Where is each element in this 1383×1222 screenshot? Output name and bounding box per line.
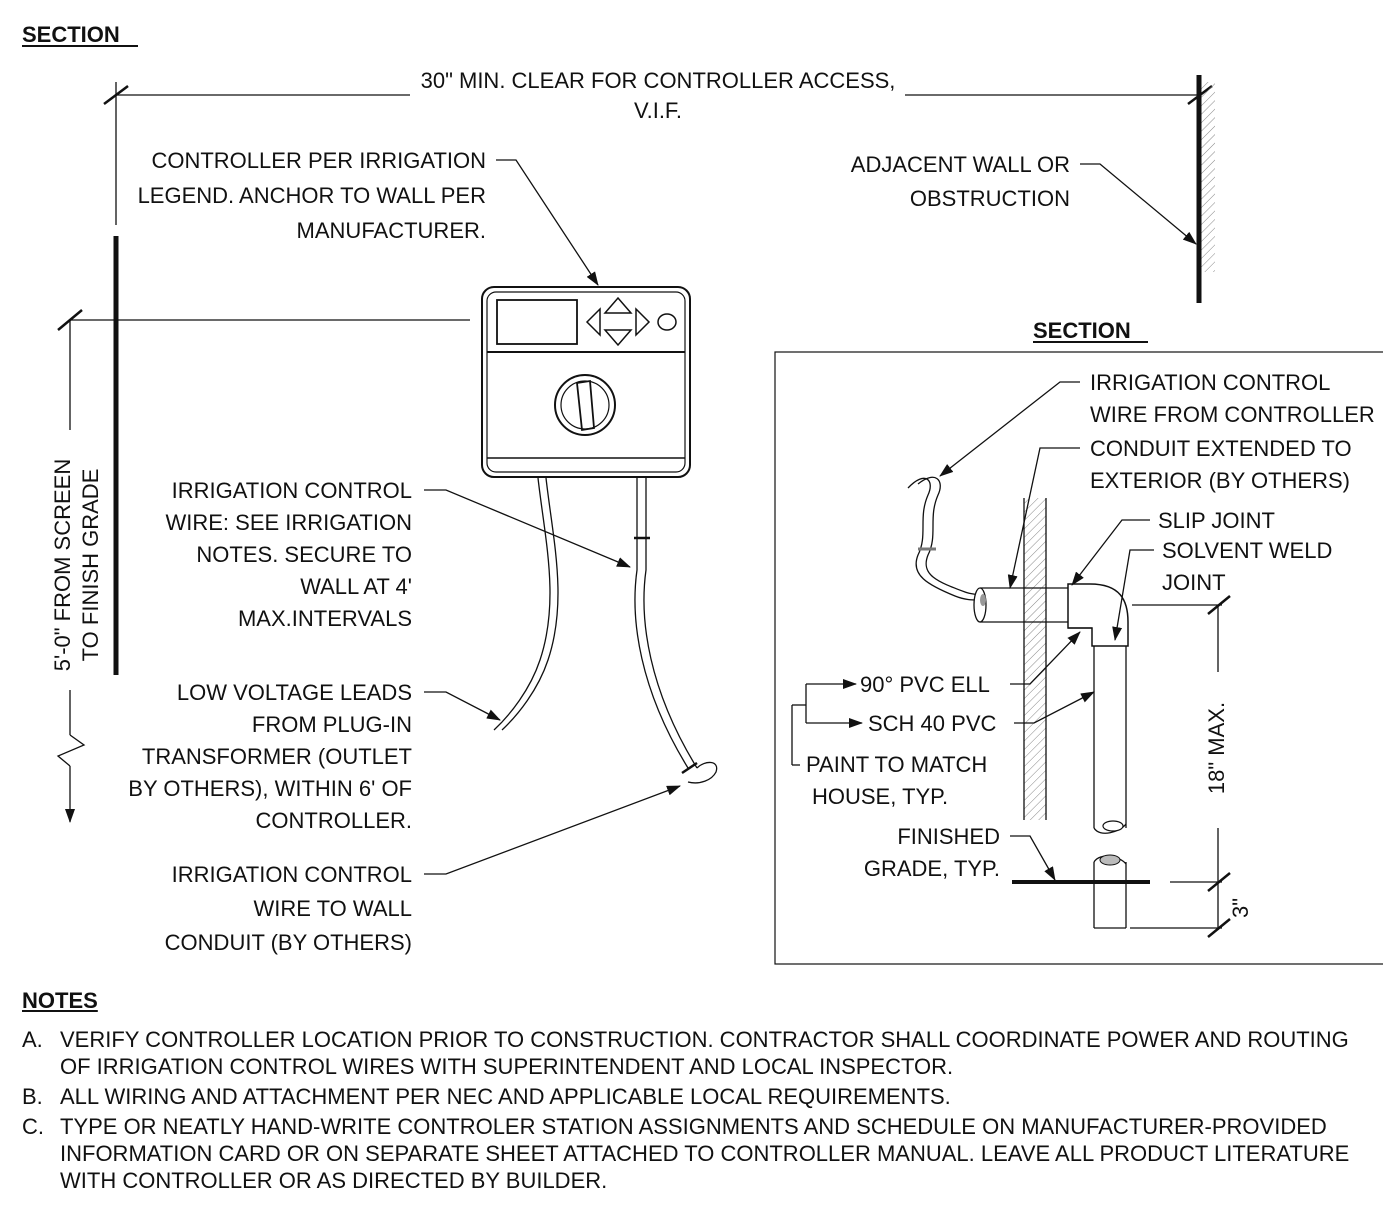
- dim-18-max: 18" MAX.: [1204, 702, 1229, 794]
- label-control-wire-3: NOTES. SECURE TO: [196, 542, 412, 567]
- label-wire-conduit-2: WIRE TO WALL: [253, 896, 412, 921]
- label-grade-1: FINISHED: [897, 824, 1000, 849]
- note-c: C. TYPE OR NEATLY HAND-WRITE CONTROLER S…: [22, 1113, 1372, 1194]
- note-text: ALL WIRING AND ATTACHMENT PER NEC AND AP…: [60, 1084, 951, 1109]
- label-control-wire-2: WIRE: SEE IRRIGATION: [165, 510, 412, 535]
- adjacent-wall-hatch: [1201, 82, 1215, 272]
- dim-height-line2: TO FINISH GRADE: [78, 469, 103, 662]
- label-r-control-wire-2: WIRE FROM CONTROLLER: [1090, 402, 1375, 427]
- label-grade-2: GRADE, TYP.: [864, 856, 1000, 881]
- detail-frame: [774, 351, 1383, 965]
- label-controller-2: LEGEND. ANCHOR TO WALL PER: [138, 183, 486, 208]
- label-controller-1: CONTROLLER PER IRRIGATION: [151, 148, 486, 173]
- controller-unit: [481, 286, 691, 478]
- dim-height-line1: 5'-0" FROM SCREEN: [50, 459, 75, 671]
- note-letter: C.: [22, 1114, 44, 1139]
- label-solvent-weld-1: SOLVENT WELD: [1162, 538, 1332, 563]
- label-r-control-wire-1: IRRIGATION CONTROL: [1090, 370, 1330, 395]
- section-title-left: SECTION: [22, 22, 120, 47]
- label-pvc: SCH 40 PVC: [868, 711, 996, 736]
- note-letter: B.: [22, 1084, 43, 1109]
- label-control-wire-5: MAX.INTERVALS: [238, 606, 412, 631]
- arrow-up-icon: [603, 296, 633, 314]
- arrow-down-icon: [603, 329, 633, 347]
- label-adjacent-wall-2: OBSTRUCTION: [910, 186, 1070, 211]
- note-text: VERIFY CONTROLLER LOCATION PRIOR TO CONS…: [60, 1027, 1349, 1079]
- notes-section: NOTES A. VERIFY CONTROLLER LOCATION PRIO…: [22, 988, 1372, 1197]
- label-paint-2: HOUSE, TYP.: [812, 784, 948, 809]
- dial-icon: [554, 374, 616, 436]
- notes-title: NOTES: [22, 988, 98, 1013]
- note-text: TYPE OR NEATLY HAND-WRITE CONTROLER STAT…: [60, 1114, 1350, 1193]
- label-conduit-ext-2: EXTERIOR (BY OTHERS): [1090, 468, 1350, 493]
- label-control-wire-1: IRRIGATION CONTROL: [172, 478, 412, 503]
- note-letter: A.: [22, 1027, 43, 1052]
- label-low-voltage-4: BY OTHERS), WITHIN 6' OF: [128, 776, 412, 801]
- label-paint-1: PAINT TO MATCH: [806, 752, 987, 777]
- label-conduit-ext-1: CONDUIT EXTENDED TO: [1090, 436, 1352, 461]
- label-control-wire-4: WALL AT 4': [300, 574, 412, 599]
- label-low-voltage-2: FROM PLUG-IN: [252, 712, 412, 737]
- dim-top-line2: V.I.F.: [634, 98, 682, 123]
- arrow-right-icon: [635, 307, 651, 337]
- label-adjacent-wall-1: ADJACENT WALL OR: [851, 152, 1070, 177]
- label-low-voltage-3: TRANSFORMER (OUTLET: [142, 744, 412, 769]
- display-screen: [496, 299, 578, 345]
- label-low-voltage-1: LOW VOLTAGE LEADS: [177, 680, 412, 705]
- note-b: B. ALL WIRING AND ATTACHMENT PER NEC AND…: [22, 1083, 1372, 1110]
- section-title-right: SECTION: [1033, 318, 1131, 343]
- arrow-left-icon: [585, 307, 601, 337]
- label-low-voltage-5: CONTROLLER.: [256, 808, 412, 833]
- note-a: A. VERIFY CONTROLLER LOCATION PRIOR TO C…: [22, 1026, 1372, 1080]
- label-wire-conduit-3: CONDUIT (BY OTHERS): [165, 930, 412, 955]
- label-slip-joint: SLIP JOINT: [1158, 508, 1275, 533]
- label-ell: 90° PVC ELL: [860, 672, 990, 697]
- label-wire-conduit-1: IRRIGATION CONTROL: [172, 862, 412, 887]
- label-solvent-weld-2: JOINT: [1162, 570, 1226, 595]
- dim-top-line1: 30" MIN. CLEAR FOR CONTROLLER ACCESS,: [421, 68, 896, 93]
- house-wall: [1024, 498, 1046, 820]
- dim-3: 3": [1228, 898, 1253, 918]
- button-circle-icon: [657, 313, 677, 331]
- label-controller-3: MANUFACTURER.: [297, 218, 486, 243]
